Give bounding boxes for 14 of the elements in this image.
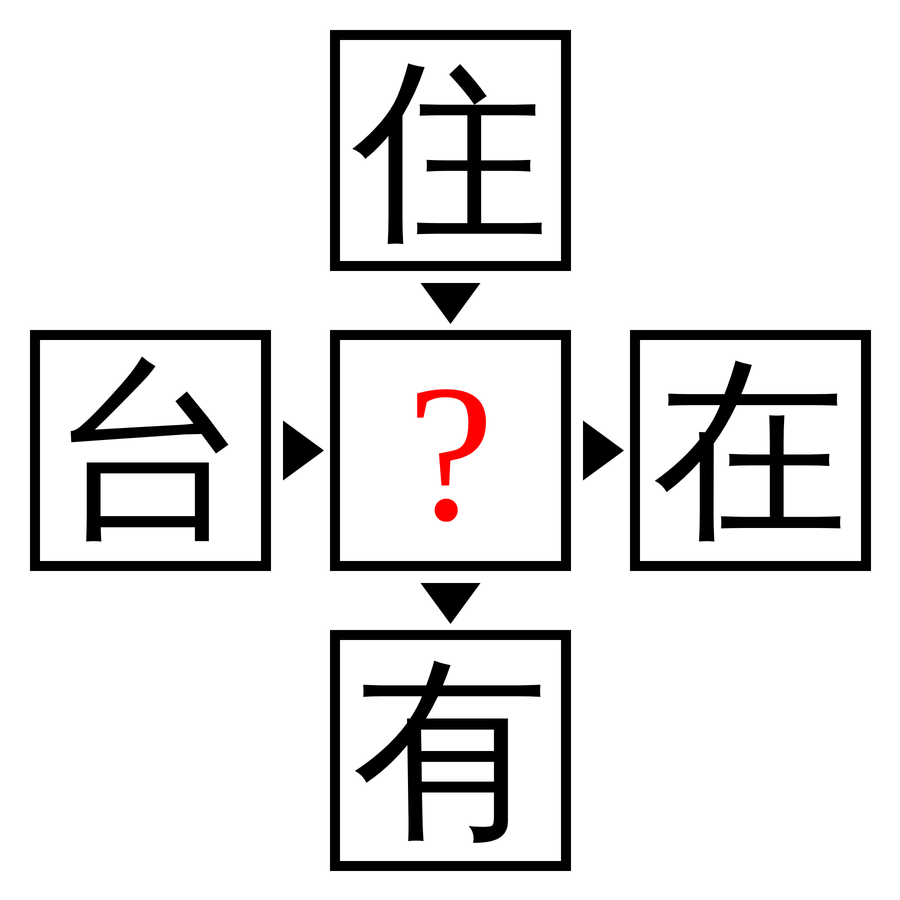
character-box — [630, 330, 871, 571]
arrow — [583, 420, 624, 480]
arrow — [283, 420, 324, 480]
character-box — [330, 330, 571, 571]
arrow — [420, 283, 480, 324]
character-box — [330, 630, 571, 871]
character-box — [330, 30, 571, 271]
chinese-character: 在 — [652, 352, 848, 548]
question-mark: ? — [407, 356, 494, 552]
chinese-character: 台 — [52, 352, 248, 548]
chinese-character: 住 — [352, 52, 548, 248]
arrow — [420, 583, 480, 624]
chinese-character: 有 — [352, 652, 548, 848]
character-box — [30, 330, 271, 571]
